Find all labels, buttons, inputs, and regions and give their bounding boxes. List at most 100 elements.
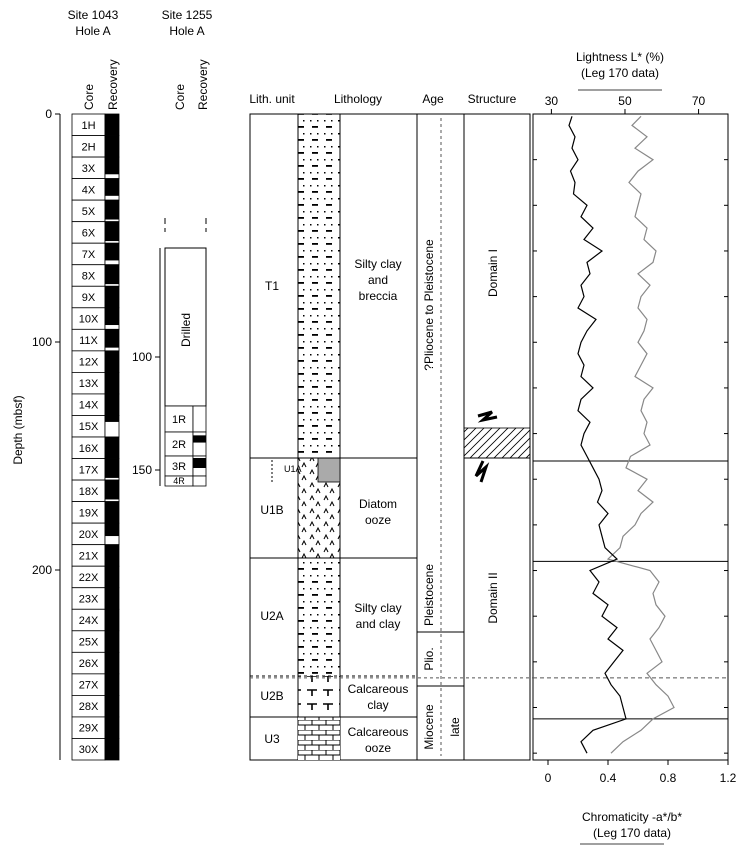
lith-u3-line1: Calcareous [348, 725, 409, 739]
site1043-recovery-header: Recovery [106, 59, 120, 110]
age-pleistocene: Pleistocene [422, 564, 436, 626]
recovery-1043-fill [105, 630, 119, 653]
lith-u3-line2: ooze [365, 741, 391, 755]
core-1043-label: 2H [81, 141, 95, 153]
core-1043-label: 14X [79, 400, 99, 412]
recovery-1043-fill [105, 307, 119, 326]
core-1043-label: 21X [79, 550, 99, 562]
core-1043-label: 24X [79, 615, 99, 627]
fill-u3 [298, 717, 340, 760]
core-1043-label: 9X [82, 292, 96, 304]
core-1255-label: 3R [172, 461, 186, 473]
core-1043-label: 17X [79, 464, 99, 476]
lith-u1b-line1: Diatom [359, 497, 397, 511]
recovery-1043-fill [105, 587, 119, 610]
lith-t1-line3: breccia [359, 289, 398, 303]
drilled-label: Drilled [179, 313, 193, 347]
bottom-axis-label-1: Chromaticity -a*/b* [582, 810, 682, 824]
core-1043-label: 7X [82, 249, 96, 261]
recovery-1255-fill [193, 458, 206, 468]
series-lightness-line [606, 115, 675, 754]
lith-t1-line2: and [368, 273, 388, 287]
site1255-title: Site 1255 [162, 8, 213, 22]
bottom-tick-label: 0.4 [600, 771, 617, 785]
core-1043-label: 26X [79, 658, 99, 670]
depth-tick-label-0: 0 [45, 107, 52, 121]
site1255-tick-label-150: 150 [132, 463, 152, 477]
recovery-1043-fill [105, 114, 119, 136]
age-plio: Plio. [422, 647, 436, 670]
recovery-1043-fill [105, 221, 119, 242]
recovery-1043-fill [105, 393, 119, 416]
recovery-1043-fill [105, 350, 119, 373]
depth-tick-label-200: 200 [32, 563, 52, 577]
bottom-tick-label: 0 [545, 771, 552, 785]
core-1043-label: 11X [79, 335, 98, 347]
chart-frame [532, 113, 729, 761]
core-1043-label: 30X [79, 744, 99, 756]
core-1255-label: 1R [172, 414, 186, 426]
recovery-1043-fill [105, 135, 119, 158]
core-1043-label: 10X [79, 314, 99, 326]
core-1043-label: 13X [79, 378, 99, 390]
recovery-1043-fill [105, 178, 119, 196]
bottom-tick-label: 1.2 [720, 771, 737, 785]
recovery-1043-fill [105, 738, 119, 760]
site1255-hole: Hole A [169, 24, 204, 38]
age-pliocene-pleistocene: ?Pliocene to Pleistocene [422, 239, 436, 371]
core-1043-label: 15X [79, 421, 99, 433]
recovery-1043-fill [105, 458, 119, 478]
top-tick-label: 70 [692, 94, 706, 108]
recovery-1043-fill [105, 329, 119, 348]
lith-u2a-line1: Silty clay [354, 601, 401, 615]
recovery-1043-fill [105, 695, 119, 717]
core-1043-label: 22X [79, 572, 99, 584]
unit-u3: U3 [264, 732, 280, 746]
fill-u2b [298, 676, 340, 717]
age-late: late [448, 717, 462, 737]
lightness-chromaticity-chart: Lightness L* (%) (Leg 170 data) Chromati… [250, 50, 737, 845]
core-1255-label: 2R [172, 439, 186, 451]
core-1043-label: 12X [79, 357, 99, 369]
recovery-1043-fill [105, 501, 119, 524]
recovery-1043-fill [105, 415, 119, 422]
recovery-1043-fill [105, 264, 119, 285]
recovery-1043-fill [105, 652, 119, 674]
recovery-1043-fill [105, 243, 119, 261]
site1043-hole: Hole A [75, 24, 110, 38]
top-tick-label: 30 [545, 94, 559, 108]
core-1043-label: 4X [82, 184, 96, 196]
core-1043-label: 16X [79, 443, 99, 455]
recovery-1043-fill [105, 200, 119, 220]
lith-u2a-line2: and clay [356, 617, 401, 631]
core-1043-label: 18X [79, 486, 99, 498]
core-1043-label: 29X [79, 723, 99, 735]
structure-domain-1: Domain I [486, 249, 500, 297]
recovery-1043-fill [105, 544, 119, 567]
core-1043-label: 6X [82, 227, 96, 239]
series-chromaticity-line [568, 116, 627, 754]
core-1043-label: 3X [82, 163, 96, 175]
fill-t1 [298, 114, 340, 458]
core-1043-label: 1H [81, 120, 95, 132]
bottom-tick-label: 0.8 [660, 771, 677, 785]
recovery-1043-fill [105, 523, 119, 537]
recovery-1043-fill [105, 286, 119, 308]
bottom-axis-label-2: (Leg 170 data) [593, 826, 671, 840]
shear-sense-top [477, 410, 498, 423]
core-1043-label: 28X [79, 701, 99, 713]
unit-u2b: U2B [260, 689, 283, 703]
fill-u2a [298, 558, 340, 676]
core-1043-label: 23X [79, 594, 99, 606]
shear-sense-bottom [474, 460, 490, 483]
unit-t1: T1 [265, 279, 279, 293]
site1043-core-column: 1H2H3X4X5X6X7X8X9X10X11X12X13X14X15X16X1… [71, 113, 120, 761]
lith-t1-line1: Silty clay [354, 257, 401, 271]
recovery-1043-fill [105, 716, 119, 739]
core-1043-label: 20X [79, 529, 99, 541]
core-1043-label: 19X [79, 507, 99, 519]
age-miocene: Miocene [422, 704, 436, 750]
header-age: Age [422, 92, 444, 106]
recovery-1043-fill [105, 157, 119, 175]
